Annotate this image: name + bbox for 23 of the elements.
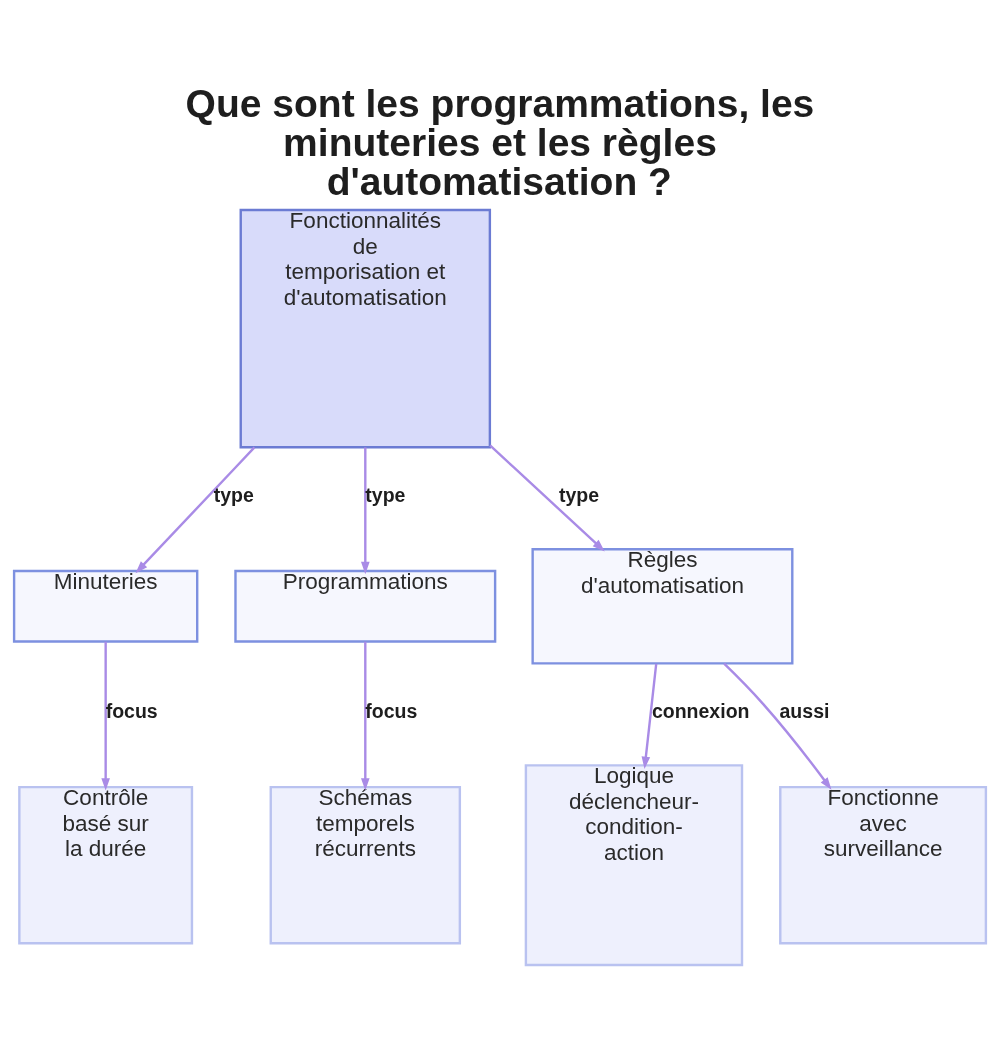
arrow [360, 641, 370, 791]
arrow [641, 663, 658, 769]
node-box: Minuteries [12, 569, 199, 643]
node-box: Logique déclencheur-condition-action [524, 764, 744, 967]
arrow [135, 446, 256, 574]
node-box: Programmations [234, 569, 497, 643]
edge-label: connexion [651, 699, 750, 722]
edge-label: focus [365, 699, 418, 722]
edge-label: type [558, 483, 600, 506]
node-box: Contrôle basé sur la durée [18, 785, 194, 945]
node-box: Fonctionne avec surveillance [779, 785, 988, 945]
edge-label: aussi [779, 699, 830, 722]
edge-label: type [213, 483, 254, 506]
node-box: Schémas temporels récurrents [269, 785, 462, 945]
arrow [360, 447, 370, 575]
arrow [489, 444, 605, 552]
edge-label: type [365, 483, 406, 506]
arrow [723, 662, 832, 790]
node-box: Règles d'automatisation [531, 548, 794, 665]
edge-label: focus [105, 699, 158, 722]
arrow [101, 641, 110, 791]
node-box: Fonctionnalités de temporisation et d'automatisation [239, 208, 492, 449]
diagram-title: Que sont les programmations, les minuteries et les règles d'automatisation ? [185, 81, 815, 203]
